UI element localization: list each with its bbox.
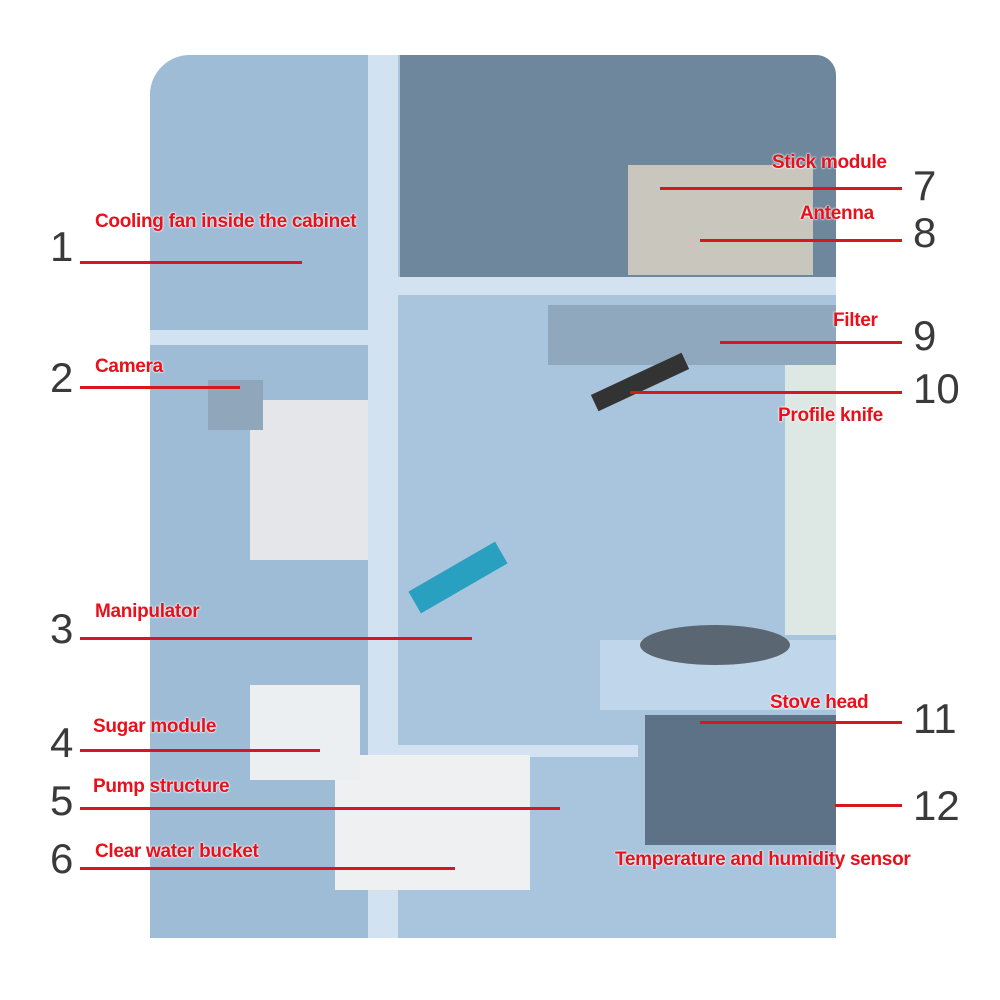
callout-number: 5 — [50, 777, 74, 824]
callout-label: Temperature and humidity sensor — [615, 849, 911, 870]
callout-label: Manipulator — [95, 601, 200, 622]
leader-line — [660, 187, 902, 190]
callout-number: 11 — [913, 695, 957, 742]
callout-number: 2 — [50, 354, 74, 401]
callout-label: Clear water bucket — [95, 841, 259, 862]
callout-number: 4 — [50, 719, 74, 766]
stove-head — [640, 625, 790, 665]
leader-line — [80, 261, 302, 264]
callout-label: Sugar module — [93, 716, 217, 737]
callout-number: 10 — [913, 365, 960, 412]
callout-label: Antenna — [800, 203, 874, 224]
callout-number: 7 — [913, 162, 937, 209]
filter — [548, 305, 836, 365]
leader-line — [700, 721, 902, 724]
callout-label: Profile knife — [778, 405, 883, 426]
camera-panel — [250, 400, 368, 560]
leader-line — [80, 749, 320, 752]
callout-label: Pump structure — [93, 776, 230, 797]
callout-number: 8 — [913, 209, 937, 256]
leader-line — [700, 239, 902, 242]
manipulator — [408, 541, 508, 614]
leader-line — [630, 391, 902, 394]
callout-label: Cooling fan inside the cabinet — [95, 211, 357, 232]
callout-label: Stove head — [770, 692, 869, 713]
window — [785, 365, 836, 635]
callout-label: Filter — [833, 310, 878, 331]
leader-line — [80, 386, 240, 389]
callout-number: 6 — [50, 835, 74, 882]
leader-line — [80, 637, 472, 640]
left-upper-shelf — [150, 330, 372, 345]
leader-line — [80, 807, 560, 810]
sugar-module — [250, 685, 360, 780]
leader-line — [835, 804, 902, 807]
callout-number: 3 — [50, 605, 74, 652]
top-shelf — [398, 277, 836, 295]
leader-line — [720, 341, 902, 344]
leader-line — [80, 867, 455, 870]
callout-number: 9 — [913, 312, 937, 359]
stick-module — [628, 165, 813, 275]
lower-shelf — [398, 745, 638, 757]
callout-number: 1 — [50, 223, 74, 270]
callout-number: 12 — [913, 782, 960, 829]
stove-underside — [645, 715, 836, 845]
callout-label: Camera — [95, 356, 163, 377]
callout-label: Stick module — [772, 152, 887, 173]
